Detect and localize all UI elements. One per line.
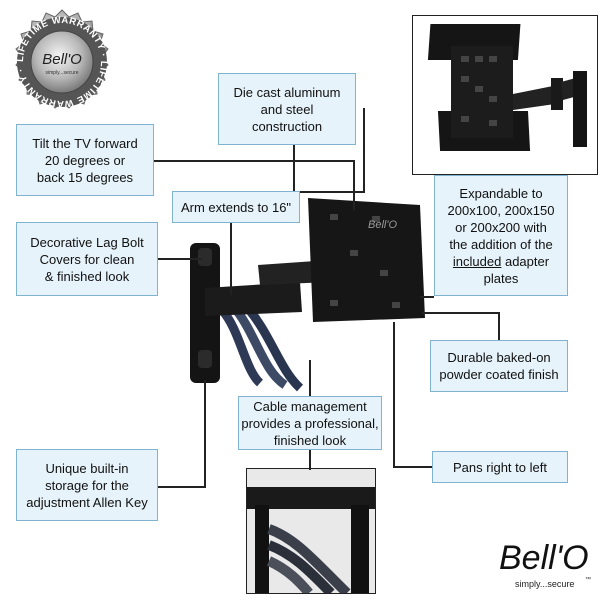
callout-storage: Unique built-in storage for the adjustme… — [16, 449, 158, 521]
callout-text: Tilt the TV forward — [32, 135, 138, 151]
callout-text: Decorative Lag Bolt — [30, 234, 144, 250]
tv-bracket-plate — [308, 198, 425, 322]
seal-badge-icon — [15, 9, 109, 109]
callout-text: & finished look — [44, 268, 130, 284]
logo-tagline: simply...secure — [515, 579, 574, 589]
leader-line — [158, 486, 206, 488]
callout-arm: Arm extends to 16" — [172, 191, 300, 223]
callout-text: Unique built-in — [45, 460, 129, 476]
callout-text-underlined: included — [452, 253, 502, 269]
expanded-mount-photo — [412, 15, 598, 175]
callout-text-line5: included adapter — [448, 253, 555, 270]
leader-line — [204, 380, 206, 486]
callout-text: Die cast aluminum — [233, 84, 341, 100]
leader-line — [420, 296, 434, 298]
leader-line — [498, 312, 500, 340]
leader-line — [153, 160, 355, 162]
leader-line — [422, 312, 500, 314]
cable-closeup-photo — [246, 468, 376, 594]
callout-powder: Durable baked-on powder coated finish — [430, 340, 568, 392]
callout-text: finished look — [273, 432, 347, 448]
callout-text: Expandable to — [459, 185, 543, 201]
callout-text: back 15 degrees — [36, 169, 134, 185]
callout-text: or 200x200 with — [455, 219, 547, 235]
leader-line — [393, 466, 433, 468]
leader-line — [363, 108, 365, 193]
logo-trademark: ™ — [585, 576, 591, 583]
lifetime-warranty-seal: LIFETIME WARRANTY · LIFETIME WARRANTY · … — [15, 9, 109, 109]
callout-text: 200x100, 200x150 — [447, 202, 555, 218]
callout-expandable: Expandable to 200x100, 200x150 or 200x20… — [434, 175, 568, 296]
callout-pans: Pans right to left — [432, 451, 568, 483]
leader-line — [353, 160, 355, 210]
callout-cable: Cable management provides a professional… — [238, 396, 382, 450]
callout-text: powder coated finish — [439, 367, 559, 382]
callout-text: storage for the — [45, 477, 129, 493]
callout-text: adjustment Allen Key — [26, 494, 148, 510]
seal-brand: Bell'O — [42, 51, 82, 68]
callout-text: construction — [251, 118, 323, 134]
leader-line — [309, 360, 311, 396]
seal-tagline: simply...secure — [46, 70, 79, 76]
leader-line — [293, 191, 365, 193]
callout-text: Cable management — [253, 398, 367, 414]
callout-text: Covers for clean — [39, 251, 135, 267]
lag-bolt-cover — [198, 248, 212, 266]
callout-text: Pans right to left — [453, 459, 547, 475]
leader-line — [293, 145, 295, 191]
callout-text: provides a professional, — [241, 415, 379, 431]
bello-logo: Bell'O simply...secure ™ — [499, 539, 591, 589]
cable — [218, 306, 264, 387]
leader-line — [230, 223, 232, 295]
callout-tilt: Tilt the TV forward 20 degrees or back 1… — [16, 124, 154, 196]
cable-closeup-illustration — [247, 469, 375, 593]
callout-text: and steel — [260, 101, 314, 117]
callout-lag-bolt: Decorative Lag Bolt Covers for clean & f… — [16, 222, 158, 296]
leader-line — [309, 444, 311, 470]
expanded-mount-illustration — [427, 24, 587, 151]
callout-text: adapter — [501, 253, 550, 269]
lag-bolt-cover-lower — [198, 350, 212, 368]
arm-lower — [205, 282, 302, 316]
callout-text: 20 degrees or — [44, 152, 126, 168]
callout-text: the addition of the — [449, 236, 553, 252]
leader-line — [158, 258, 202, 260]
bracket-logo: Bell'O — [368, 219, 397, 231]
callout-text: Durable baked-on — [447, 350, 551, 365]
callout-text: plates — [483, 270, 519, 286]
callout-text: Arm extends to 16" — [180, 199, 292, 215]
callout-die-cast: Die cast aluminum and steel construction — [218, 73, 356, 145]
leader-line — [393, 322, 395, 468]
logo-brand: Bell'O — [499, 539, 589, 577]
